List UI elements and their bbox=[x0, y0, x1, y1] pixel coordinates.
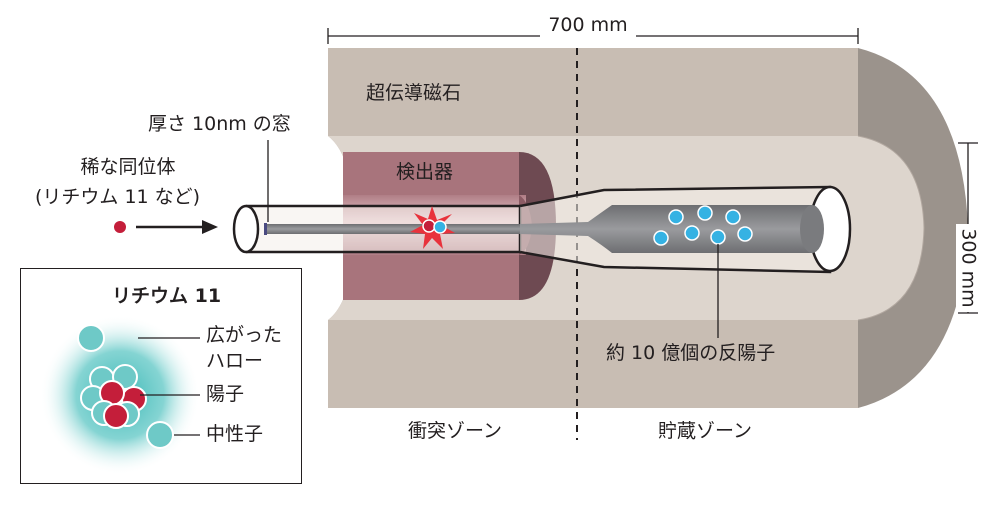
window-label: 厚さ 10nm の窓 bbox=[148, 113, 291, 135]
inset-panel bbox=[20, 268, 302, 484]
detector-label: 検出器 bbox=[396, 161, 454, 183]
diameter-label: 300 mm bbox=[957, 228, 980, 308]
isotope-dot bbox=[114, 221, 126, 233]
isotope-label-line2: (リチウム 11 など) bbox=[35, 186, 201, 208]
dimension-length bbox=[327, 24, 859, 48]
length-label: 700 mm bbox=[548, 14, 628, 36]
proton-label: 陽子 bbox=[206, 383, 245, 405]
inset-title: リチウム 11 bbox=[112, 285, 222, 307]
neutron-label: 中性子 bbox=[206, 423, 264, 445]
storage-tube bbox=[519, 185, 852, 274]
isotope-label-line1: 稀な同位体 bbox=[80, 156, 176, 178]
entry-tube bbox=[232, 204, 522, 254]
beam-arrow bbox=[202, 220, 218, 234]
collision-burst bbox=[410, 206, 455, 249]
antiproton-label: 約 10 億個の反陽子 bbox=[606, 342, 776, 364]
lithium-inset-graphic bbox=[40, 315, 200, 475]
dimension-diameter bbox=[956, 142, 980, 314]
antiproton-cloud bbox=[653, 205, 753, 246]
storage-zone-label: 貯蔵ゾーン bbox=[657, 420, 753, 442]
halo-label-line2: ハロー bbox=[206, 350, 264, 372]
collision-zone-label: 衝突ゾーン bbox=[407, 420, 503, 442]
magnet-label: 超伝導磁石 bbox=[366, 82, 462, 104]
halo-label-line1: 広がった bbox=[206, 324, 283, 346]
